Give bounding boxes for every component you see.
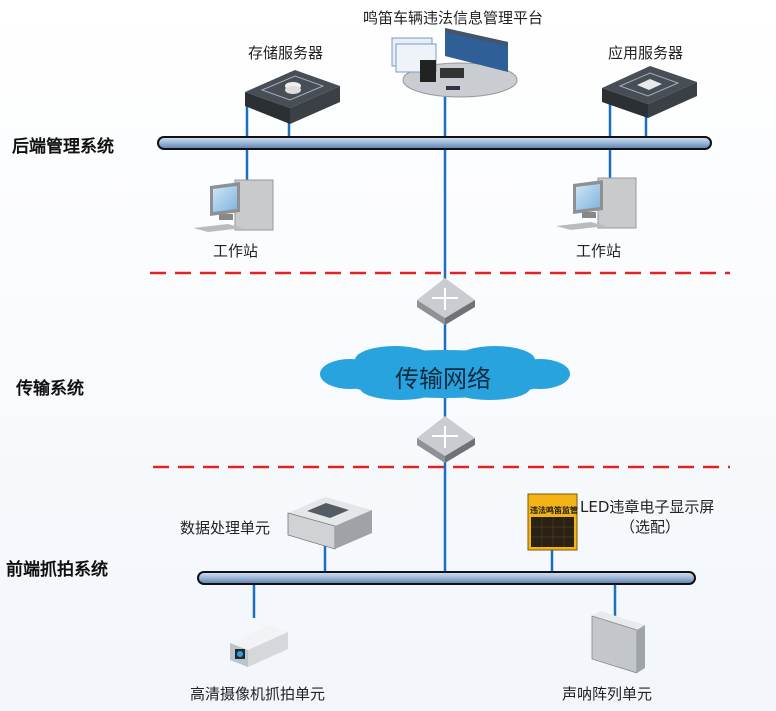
frontend-bus xyxy=(197,571,696,585)
camera-icon xyxy=(230,625,288,667)
workstation-right-icon xyxy=(556,177,637,230)
camera-label: 高清摄像机抓拍单元 xyxy=(190,685,326,703)
acoustic-array-icon xyxy=(591,611,645,674)
storage-server-label: 存储服务器 xyxy=(248,44,324,62)
storage-server-icon xyxy=(245,70,340,124)
section-transmission: 传输系统 xyxy=(16,379,84,399)
app-server-icon xyxy=(602,66,697,118)
workstation-left-label: 工作站 xyxy=(213,242,259,260)
app-server-label: 应用服务器 xyxy=(608,44,684,62)
section-backend: 后端管理系统 xyxy=(12,137,114,157)
switch-top-icon xyxy=(417,278,475,325)
led-sign-text: 违法鸣笛监管 xyxy=(530,506,578,515)
led-label: LED违章电子显示屏 xyxy=(580,498,715,516)
network-label: 传输网络 xyxy=(395,365,491,393)
array-label: 声呐阵列单元 xyxy=(562,685,653,703)
led-optional-label: （选配） xyxy=(620,518,681,536)
cloud-icon xyxy=(320,346,570,400)
platform-label: 鸣笛车辆违法信息管理平台 xyxy=(363,9,544,27)
workstation-right-label: 工作站 xyxy=(576,242,622,260)
data-unit-icon xyxy=(287,497,372,550)
data-unit-label: 数据处理单元 xyxy=(180,519,271,537)
switch-bottom-icon xyxy=(417,416,475,463)
platform-icon xyxy=(391,28,518,98)
section-frontend: 前端抓拍系统 xyxy=(6,560,108,580)
led-sign-icon xyxy=(527,493,578,551)
workstation-left-icon xyxy=(193,179,274,232)
backend-bus xyxy=(157,136,712,150)
